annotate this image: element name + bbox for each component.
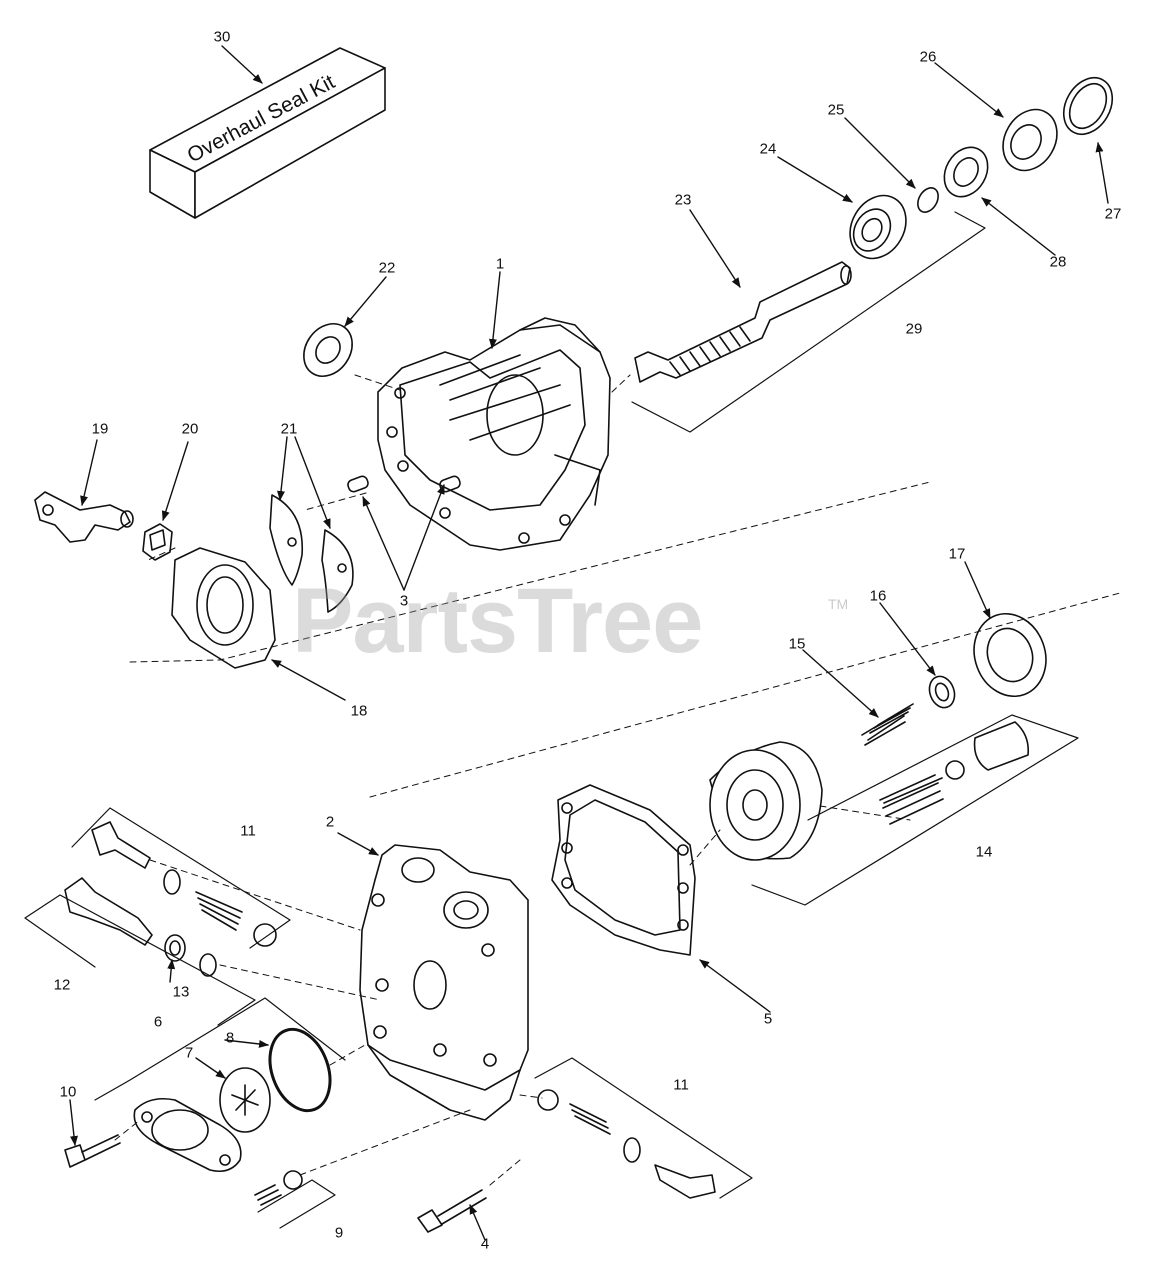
watermark: PartsTree (292, 570, 703, 672)
callout-13: 13 (172, 983, 190, 1001)
part-2-center-section (359, 844, 529, 1121)
callout-17: 17 (948, 545, 966, 563)
alignment-lines (114, 374, 1121, 1186)
callout-11-lower: 11 (673, 1076, 689, 1094)
callout-4: 4 (480, 1235, 490, 1253)
callout-19: 19 (91, 420, 109, 438)
part-9-spring-ball (254, 1170, 303, 1206)
callout-22: 22 (378, 259, 396, 277)
part-11-bracket-upper (71, 807, 291, 949)
callout-18: 18 (350, 702, 368, 720)
part-15-spring (861, 703, 914, 746)
part-26-seal (1002, 108, 1058, 172)
part-11-lower-valve (537, 1089, 716, 1199)
part-22-seal (303, 323, 353, 377)
callout-25: 25 (827, 101, 845, 119)
overhaul-seal-kit-box (149, 47, 386, 219)
part-11-bracket-lower (534, 1057, 753, 1199)
callout-9: 9 (334, 1224, 344, 1242)
callout-2: 2 (325, 813, 335, 831)
part-20-block (142, 523, 173, 561)
part-12-check-valve (64, 877, 217, 977)
callout-30: 30 (213, 28, 231, 46)
callout-14: 14 (975, 843, 993, 861)
part-5-gasket (551, 784, 696, 956)
callout-7: 7 (184, 1044, 194, 1062)
callout-20: 20 (181, 420, 199, 438)
callout-15: 15 (788, 635, 806, 653)
part-14-cylinder-block (709, 721, 1030, 861)
part-23-shaft (634, 261, 852, 383)
part-6-bracket (94, 997, 346, 1101)
part-12-bracket (24, 894, 256, 1026)
part-10-bolt (64, 1134, 121, 1168)
callout-12: 12 (53, 976, 71, 994)
callout-27: 27 (1104, 205, 1122, 223)
part-6-cover (133, 1097, 242, 1173)
callout-6: 6 (153, 1013, 163, 1031)
callout-16: 16 (869, 587, 887, 605)
callout-26: 26 (919, 48, 937, 66)
part-4-bolt (417, 1189, 487, 1233)
part-18-swashplate (171, 547, 276, 669)
part-1-housing (377, 317, 611, 551)
callout-10: 10 (59, 1083, 77, 1101)
callout-1: 1 (495, 255, 505, 273)
callout-29: 29 (905, 320, 923, 338)
part-29-bracket (631, 211, 986, 433)
part-17-bearing (973, 612, 1047, 698)
callout-28: 28 (1049, 253, 1067, 271)
part-11-upper-valve (91, 821, 277, 947)
callout-8: 8 (225, 1029, 235, 1047)
part-28-washer (943, 146, 989, 198)
trademark: TM (828, 596, 849, 612)
callout-21: 21 (280, 420, 298, 438)
part-24-bearing (849, 194, 907, 260)
part-21-thrust-plates (269, 494, 354, 613)
leader-arrows (69, 45, 1109, 1241)
part-25-snap-ring (917, 187, 939, 213)
callout-3: 3 (399, 592, 409, 610)
part-7-gerotor (219, 1067, 271, 1133)
part-19-control-arm (34, 491, 134, 543)
callout-11-upper: 11 (240, 822, 256, 840)
callout-24: 24 (759, 140, 777, 158)
callout-23: 23 (674, 191, 692, 209)
part-9-bracket (257, 1179, 336, 1229)
part-27-retaining-ring (1062, 76, 1114, 136)
part-14-bracket (751, 714, 1079, 906)
part-16-washer (928, 675, 956, 709)
callout-5: 5 (763, 1010, 773, 1028)
part-8-o-ring (268, 1027, 332, 1113)
